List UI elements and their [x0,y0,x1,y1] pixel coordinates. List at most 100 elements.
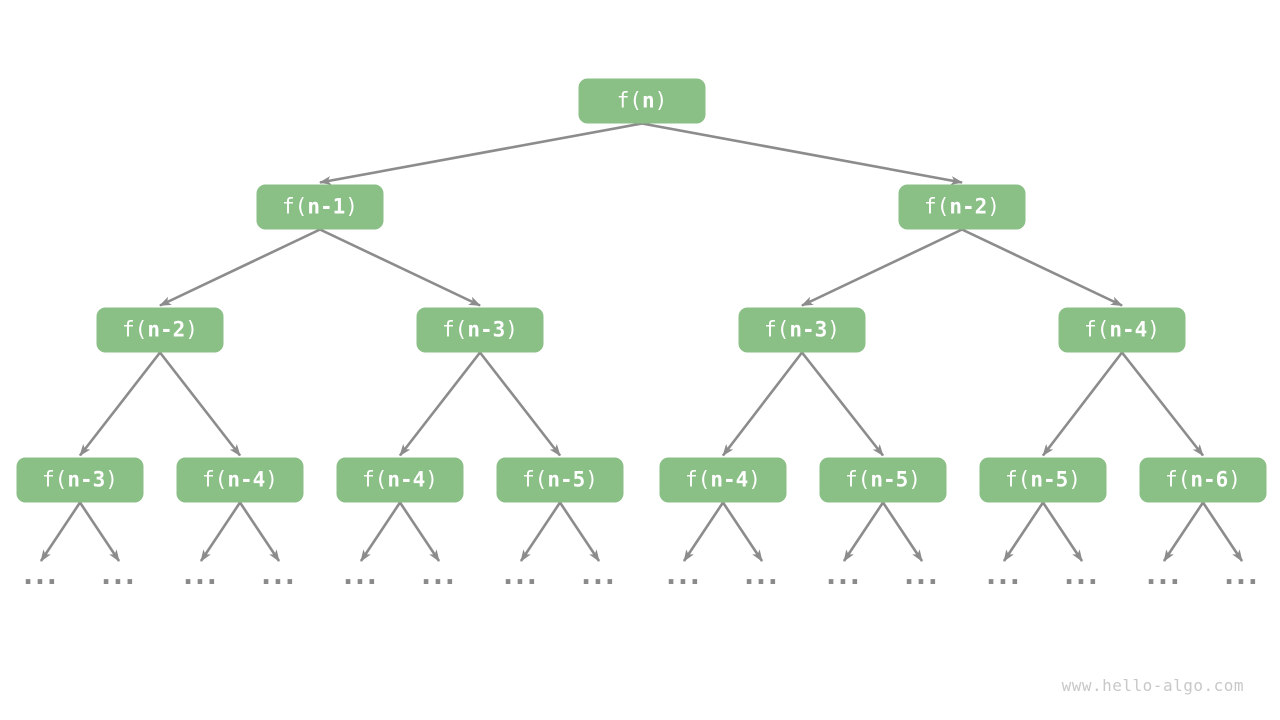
tree-node-label-suffix: ) [1228,467,1241,492]
tree-node-label-suffix: ) [345,194,358,219]
ellipsis-leaf: ... [581,561,617,591]
ellipsis-leaf: ... [904,561,940,591]
tree-edge [39,501,82,562]
ellipsis-leaf: ... [183,561,219,591]
tree-edge [78,501,121,562]
tree-node-label-prefix: f( [362,467,388,492]
tree-edge [158,351,242,457]
tree-node-label-arg: n-2 [147,317,186,342]
tree-edge [558,501,601,562]
tree-node: f(n) [578,78,706,124]
tree-node-label-arg: n-5 [870,467,909,492]
tree-node-label-prefix: f( [122,317,148,342]
tree-node-label-arg: n-4 [1109,317,1148,342]
tree-node-label-suffix: ) [505,317,518,342]
tree-edge [159,228,321,307]
tree-node-label-suffix: ) [585,467,598,492]
tree-node: f(n-1) [256,184,384,230]
tree-node: f(n-3) [16,457,144,503]
tree-node-label-arg: n-1 [307,194,346,219]
tree-node-label-arg: n-3 [789,317,828,342]
tree-edge [1041,351,1124,457]
tree-node-label-arg: n-4 [227,467,266,492]
tree-node-label-suffix: ) [654,88,668,113]
tree-node: f(n-5) [496,457,624,503]
tree-node-label-arg: n-2 [949,194,988,219]
tree-node-label-arg: n-5 [1030,467,1069,492]
tree-node-label-prefix: f( [1165,467,1191,492]
tree-node-label-arg: n-6 [1190,467,1229,492]
ellipsis-leaf: ... [343,561,379,591]
tree-node: f(n-4) [176,457,304,503]
tree-node-label-prefix: f( [924,194,950,219]
ellipsis-leaf: ... [1064,561,1100,591]
tree-edge [398,501,441,562]
tree-node: f(n-2) [96,307,224,353]
ellipsis-leaf: ... [261,561,297,591]
tree-edge [238,501,281,562]
tree-node-label-suffix: ) [908,467,921,492]
tree-node-label-arg: n-3 [67,467,106,492]
tree-node: f(n-4) [1058,307,1186,353]
tree-edge [842,501,885,562]
tree-edge [881,501,924,562]
tree-node-label-prefix: f( [42,467,68,492]
tree-node-label-prefix: f( [1005,467,1031,492]
tree-node: f(n-4) [659,457,787,503]
ellipsis-leaf: ... [986,561,1022,591]
tree-edge [319,122,643,185]
tree-node-label-prefix: f( [764,317,790,342]
tree-node: f(n-5) [979,457,1107,503]
tree-node-label-arg: n-3 [467,317,506,342]
tree-edge [1162,501,1205,562]
tree-edge [359,501,402,562]
ellipsis-leaf: ... [744,561,780,591]
tree-edge [78,351,162,457]
tree-node: f(n-3) [738,307,866,353]
tree-node-label-suffix: ) [185,317,198,342]
tree-edge [800,351,885,457]
ellipsis-leaf: ... [1146,561,1182,591]
tree-node: f(n-6) [1139,457,1267,503]
tree-node-label-arg: n-4 [710,467,749,492]
tree-node-label-suffix: ) [1147,317,1160,342]
ellipsis-leaf: ... [101,561,137,591]
tree-edge [961,228,1123,307]
tree-edge [398,351,482,457]
ellipsis-leaf: ... [1224,561,1260,591]
tree-node-label-suffix: ) [265,467,278,492]
tree-node-label-prefix: f( [522,467,548,492]
tree-node: f(n-5) [819,457,947,503]
watermark: www.hello-algo.com [1061,676,1244,695]
tree-node-label-prefix: f( [685,467,711,492]
ellipsis-leaf: ... [503,561,539,591]
ellipsis-leaf: ... [826,561,862,591]
tree-node-label-arg: n [641,88,655,113]
ellipsis-leaf: ... [421,561,457,591]
tree-node-label-prefix: f( [282,194,308,219]
tree-node-label-prefix: f( [1084,317,1110,342]
tree-node-label-suffix: ) [1068,467,1081,492]
tree-edge [1120,351,1205,457]
tree-node-label-arg: n-4 [387,467,426,492]
tree-edge [319,228,481,307]
tree-edge [1041,501,1084,562]
tree-node: f(n-4) [336,457,464,503]
tree-node: f(n-3) [416,307,544,353]
tree-edge [519,501,562,562]
tree-node-label-suffix: ) [105,467,118,492]
tree-edge [721,501,764,562]
tree-edge [1201,501,1244,562]
tree-node-label-suffix: ) [748,467,761,492]
ellipsis-leaf: ... [666,561,702,591]
tree-edge [478,351,562,457]
tree-edge [641,122,963,185]
tree-node-label-arg: n-5 [547,467,586,492]
tree-edge [801,228,963,307]
tree-node-label-prefix: f( [202,467,228,492]
tree-node-label-suffix: ) [987,194,1000,219]
tree-edge [682,501,725,562]
ellipsis-leaf: ... [23,561,59,591]
